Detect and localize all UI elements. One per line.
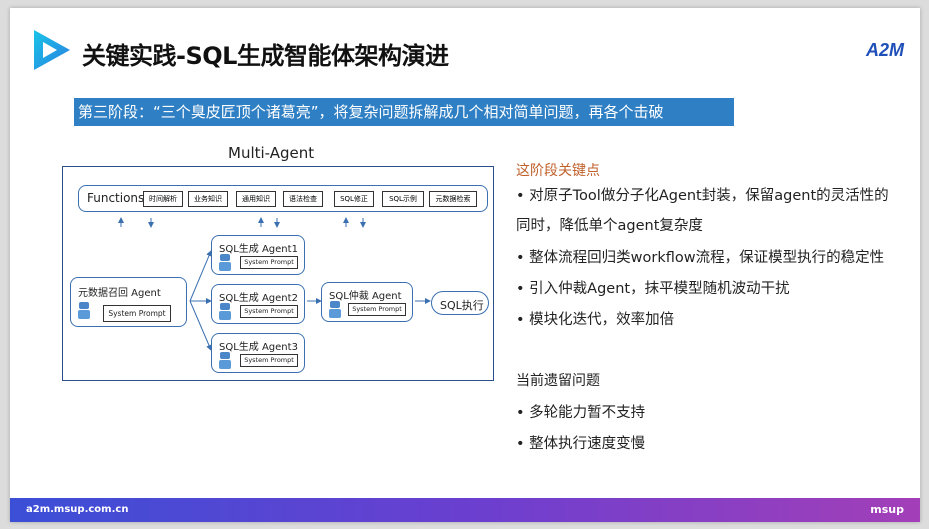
robot-icon bbox=[77, 302, 91, 320]
function-syntax-check: 语法检查 bbox=[283, 191, 323, 207]
sql-agent-3-label: SQL生成 Agent3 bbox=[219, 342, 298, 353]
system-prompt: System Prompt bbox=[240, 305, 298, 318]
key-point-item: • 引入仲裁Agent，抹平模型随机波动干扰 bbox=[516, 281, 790, 297]
robot-icon bbox=[218, 352, 232, 370]
page-title: 关键实践-SQL生成智能体架构演进 bbox=[82, 42, 449, 70]
metadata-agent-label: 元数据召回 Agent bbox=[78, 288, 161, 299]
system-prompt: System Prompt bbox=[103, 305, 171, 322]
function-time-parse: 时间解析 bbox=[143, 191, 183, 207]
diagram-title: Multi-Agent bbox=[228, 144, 315, 162]
robot-icon bbox=[218, 254, 232, 272]
metadata-recall-agent: 元数据召回 Agent System Prompt bbox=[70, 277, 187, 327]
function-sql-examples: SQL示例 bbox=[382, 191, 424, 207]
issue-item: • 多轮能力暂不支持 bbox=[516, 405, 646, 421]
key-point-item: • 模块化迭代，效率加倍 bbox=[516, 312, 675, 328]
footer-url: a2m.msup.com.cn bbox=[26, 504, 129, 515]
diagram-arrows bbox=[118, 217, 431, 351]
arbiter-agent-label: SQL仲裁 Agent bbox=[329, 291, 402, 302]
function-business-knowledge: 业务知识 bbox=[188, 191, 228, 207]
key-point-item: • 整体流程回归类workflow流程，保证模型执行的稳定性 bbox=[516, 250, 885, 266]
issue-item: • 整体执行速度变慢 bbox=[516, 436, 646, 452]
sql-execute-label: SQL执行 bbox=[440, 299, 484, 312]
key-points-heading: 这阶段关键点 bbox=[516, 163, 600, 179]
system-prompt: System Prompt bbox=[240, 354, 298, 367]
system-prompt: System Prompt bbox=[240, 256, 298, 269]
sql-agent-1-label: SQL生成 Agent1 bbox=[219, 244, 298, 255]
slide: 关键实践-SQL生成智能体架构演进 A2M 第三阶段：“三个臭皮匠顶个诸葛亮”，… bbox=[10, 8, 920, 522]
sql-gen-agent-1: SQL生成 Agent1 System Prompt bbox=[211, 235, 305, 275]
sql-arbiter-agent: SQL仲裁 Agent System Prompt bbox=[321, 282, 413, 322]
robot-icon bbox=[218, 303, 232, 321]
play-logo-icon bbox=[34, 30, 70, 70]
sql-execute-node: SQL执行 bbox=[431, 291, 489, 315]
sql-gen-agent-3: SQL生成 Agent3 System Prompt bbox=[211, 333, 305, 373]
robot-icon bbox=[328, 301, 342, 319]
functions-group: Functions 时间解析 业务知识 通用知识 语法检查 SQL修正 SQL示… bbox=[78, 185, 488, 212]
footer-brand: msup bbox=[870, 503, 904, 516]
key-point-item: • 对原子Tool做分子化Agent封装，保留agent的灵活性的 bbox=[516, 188, 889, 204]
stage-banner: 第三阶段：“三个臭皮匠顶个诸葛亮”，将复杂问题拆解成几个相对简单问题，再各个击破 bbox=[74, 98, 734, 126]
functions-label: Functions bbox=[87, 191, 145, 205]
sql-gen-agent-2: SQL生成 Agent2 System Prompt bbox=[211, 284, 305, 324]
multi-agent-diagram: Functions 时间解析 业务知识 通用知识 语法检查 SQL修正 SQL示… bbox=[62, 166, 494, 381]
key-point-item: 同时，降低单个agent复杂度 bbox=[516, 218, 703, 234]
issues-heading: 当前遗留问题 bbox=[516, 373, 600, 389]
sql-agent-2-label: SQL生成 Agent2 bbox=[219, 293, 298, 304]
function-metadata-retrieval: 元数据检索 bbox=[429, 191, 477, 207]
function-sql-fix: SQL修正 bbox=[334, 191, 374, 207]
footer-bar: a2m.msup.com.cn msup bbox=[10, 498, 920, 522]
function-general-knowledge: 通用知识 bbox=[236, 191, 276, 207]
system-prompt: System Prompt bbox=[348, 303, 406, 316]
brand-logo: A2M bbox=[865, 40, 904, 60]
